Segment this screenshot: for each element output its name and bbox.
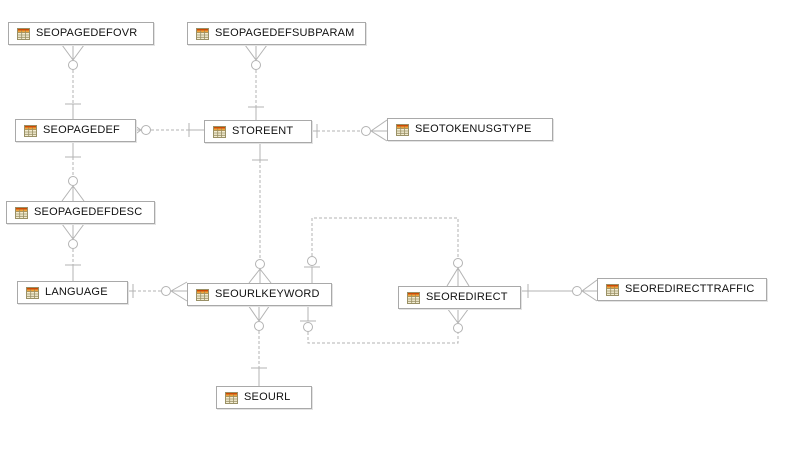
table-icon bbox=[196, 288, 209, 301]
connector-seourlkeyword-seourl bbox=[247, 304, 271, 386]
table-icon bbox=[396, 123, 409, 136]
table-icon bbox=[15, 206, 28, 219]
entity-label: SEOURLKEYWORD bbox=[215, 288, 320, 300]
table-icon bbox=[407, 291, 420, 304]
entity-storeent[interactable]: STOREENT bbox=[204, 120, 312, 143]
entity-label: SEOPAGEDEFDESC bbox=[34, 206, 143, 218]
entity-seopagedefdesc[interactable]: SEOPAGEDEFDESC bbox=[6, 201, 155, 224]
connector-language-seourlkeyword bbox=[118, 281, 188, 302]
entity-label: SEOREDIRECTTRAFFIC bbox=[625, 283, 755, 295]
connector-seourlkeyword-seoredirect-top bbox=[304, 217, 470, 287]
connector-seopagedef-storeent bbox=[125, 119, 204, 142]
entity-seopagedef[interactable]: SEOPAGEDEF bbox=[15, 119, 136, 142]
entity-seotokenusgtype[interactable]: SEOTOKENUSGTYPE bbox=[387, 118, 553, 141]
table-icon bbox=[213, 125, 226, 138]
connector-seopagedefovr-seopagedef bbox=[61, 44, 85, 119]
connector-seourlkeyword-seoredirect-bottom bbox=[300, 305, 470, 344]
entity-seopagedefovr[interactable]: SEOPAGEDEFOVR bbox=[8, 22, 154, 45]
entity-label: SEOPAGEDEFSUBPARAM bbox=[215, 27, 355, 39]
connector-seoredirect-seoredirecttraffic bbox=[511, 279, 598, 302]
entity-label: SEOPAGEDEFOVR bbox=[36, 27, 138, 39]
entity-label: SEOPAGEDEF bbox=[43, 124, 120, 136]
table-icon bbox=[26, 286, 39, 299]
entity-label: SEOREDIRECT bbox=[426, 291, 508, 303]
connector-seopagedefsubparam-storeent bbox=[244, 44, 268, 120]
table-icon bbox=[24, 124, 37, 137]
entity-seoredirect[interactable]: SEOREDIRECT bbox=[398, 286, 521, 309]
entity-language[interactable]: LANGUAGE bbox=[17, 281, 128, 304]
connector-storeent-seotokenusgtype bbox=[302, 119, 388, 142]
entity-label: SEOURL bbox=[244, 391, 291, 403]
connector-seopagedef-seopagedefdesc bbox=[61, 142, 85, 202]
table-icon bbox=[225, 391, 238, 404]
table-icon bbox=[606, 283, 619, 296]
table-icon bbox=[17, 27, 30, 40]
entity-seourlkeyword[interactable]: SEOURLKEYWORD bbox=[187, 283, 332, 306]
entity-seourl[interactable]: SEOURL bbox=[216, 386, 312, 409]
table-icon bbox=[196, 27, 209, 40]
connector-seopagedefdesc-language bbox=[61, 223, 85, 281]
entity-label: SEOTOKENUSGTYPE bbox=[415, 123, 532, 135]
entity-label: STOREENT bbox=[232, 125, 294, 137]
entity-label: LANGUAGE bbox=[45, 286, 108, 298]
entity-seopagedefsubparam[interactable]: SEOPAGEDEFSUBPARAM bbox=[187, 22, 366, 45]
connector-storeent-seourlkeyword bbox=[248, 143, 272, 284]
entity-seoredirecttraffic[interactable]: SEOREDIRECTTRAFFIC bbox=[597, 278, 767, 301]
